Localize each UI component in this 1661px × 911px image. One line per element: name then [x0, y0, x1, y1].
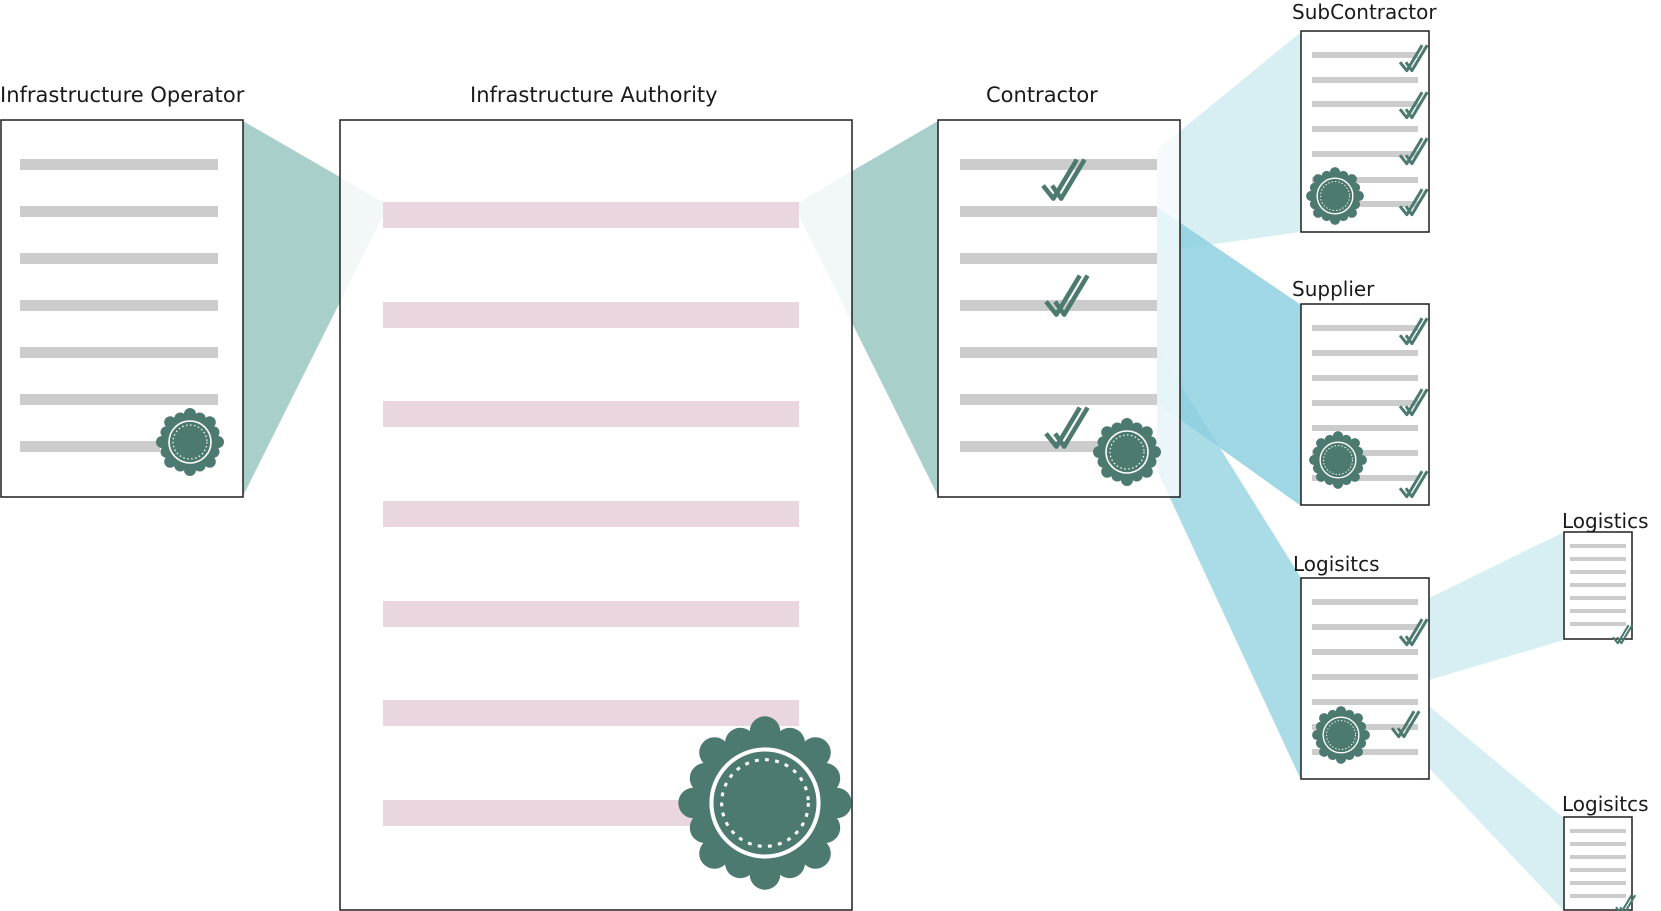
doc-logistics-top: Logistics	[1562, 509, 1649, 645]
seal-icon	[678, 716, 851, 889]
label-infrastructure-authority: Infrastructure Authority	[470, 83, 718, 107]
label-supplier: Supplier	[1292, 277, 1375, 301]
fan-contractor-to-supplier	[1157, 207, 1301, 506]
seal-icon	[1092, 417, 1162, 487]
seal-icon	[1308, 430, 1368, 490]
fan-contractor-to-logistics	[1157, 347, 1301, 780]
label-infrastructure-operator: Infrastructure Operator	[0, 83, 245, 107]
seal-icon	[1305, 166, 1365, 226]
fan-contractor-to-subcontractor	[1157, 32, 1301, 252]
doc-infrastructure-authority: Infrastructure Authority	[339, 83, 852, 911]
label-logistics-mid: Logisitcs	[1293, 552, 1380, 576]
doc-infrastructure-operator: Infrastructure Operator	[0, 83, 245, 498]
doc-logistics-bottom: Logisitcs	[1562, 792, 1649, 911]
label-logistics-top: Logistics	[1562, 509, 1649, 533]
doc-contractor: Contractor	[937, 83, 1181, 498]
label-logistics-bottom: Logisitcs	[1562, 792, 1649, 816]
seal-icon	[155, 407, 225, 477]
label-subcontractor: SubContractor	[1292, 0, 1437, 24]
connector-fans	[243, 32, 1564, 911]
fan-logistics-to-logistics-bottom	[1429, 706, 1564, 911]
doc-subcontractor: SubContractor	[1292, 0, 1437, 233]
fan-logistics-to-logistics-top	[1429, 532, 1564, 680]
label-contractor: Contractor	[986, 83, 1098, 107]
doc-supplier: Supplier	[1292, 277, 1430, 506]
doc-logistics-mid: Logisitcs	[1293, 552, 1430, 780]
seal-icon	[1311, 705, 1371, 765]
